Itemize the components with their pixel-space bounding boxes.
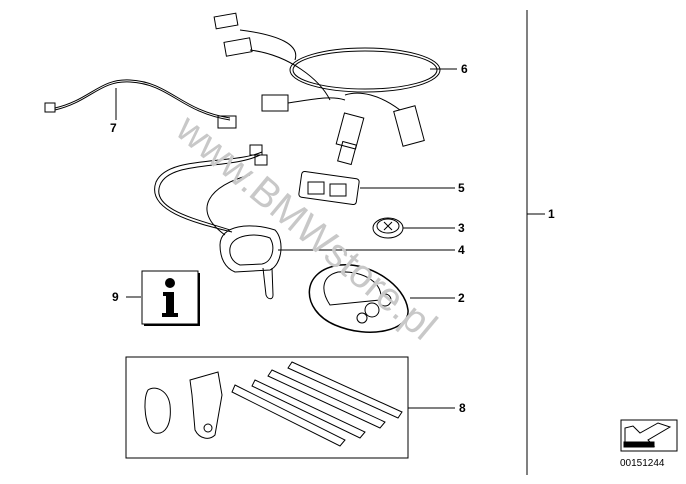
battery-drawing (372, 217, 404, 239)
callout-5: 5 (458, 181, 465, 195)
part-number: 00151244 (620, 458, 665, 469)
callout-9: 9 (112, 290, 119, 304)
wiring-harness-drawing (213, 12, 441, 166)
display-unit-drawing (308, 264, 409, 333)
mount-holder-drawing (154, 144, 282, 300)
fastening-kit-drawing (125, 356, 409, 459)
direction-arrow-icon (620, 419, 678, 452)
connector-drawing (298, 170, 360, 206)
callout-8: 8 (459, 401, 466, 415)
callout-4: 4 (458, 243, 465, 257)
cable-drawing (44, 79, 237, 129)
callout-3: 3 (458, 221, 465, 235)
callout-2: 2 (458, 291, 465, 305)
callout-7: 7 (110, 121, 117, 135)
callout-6: 6 (461, 62, 468, 76)
callout-1: 1 (548, 207, 555, 221)
info-icon (141, 270, 200, 326)
